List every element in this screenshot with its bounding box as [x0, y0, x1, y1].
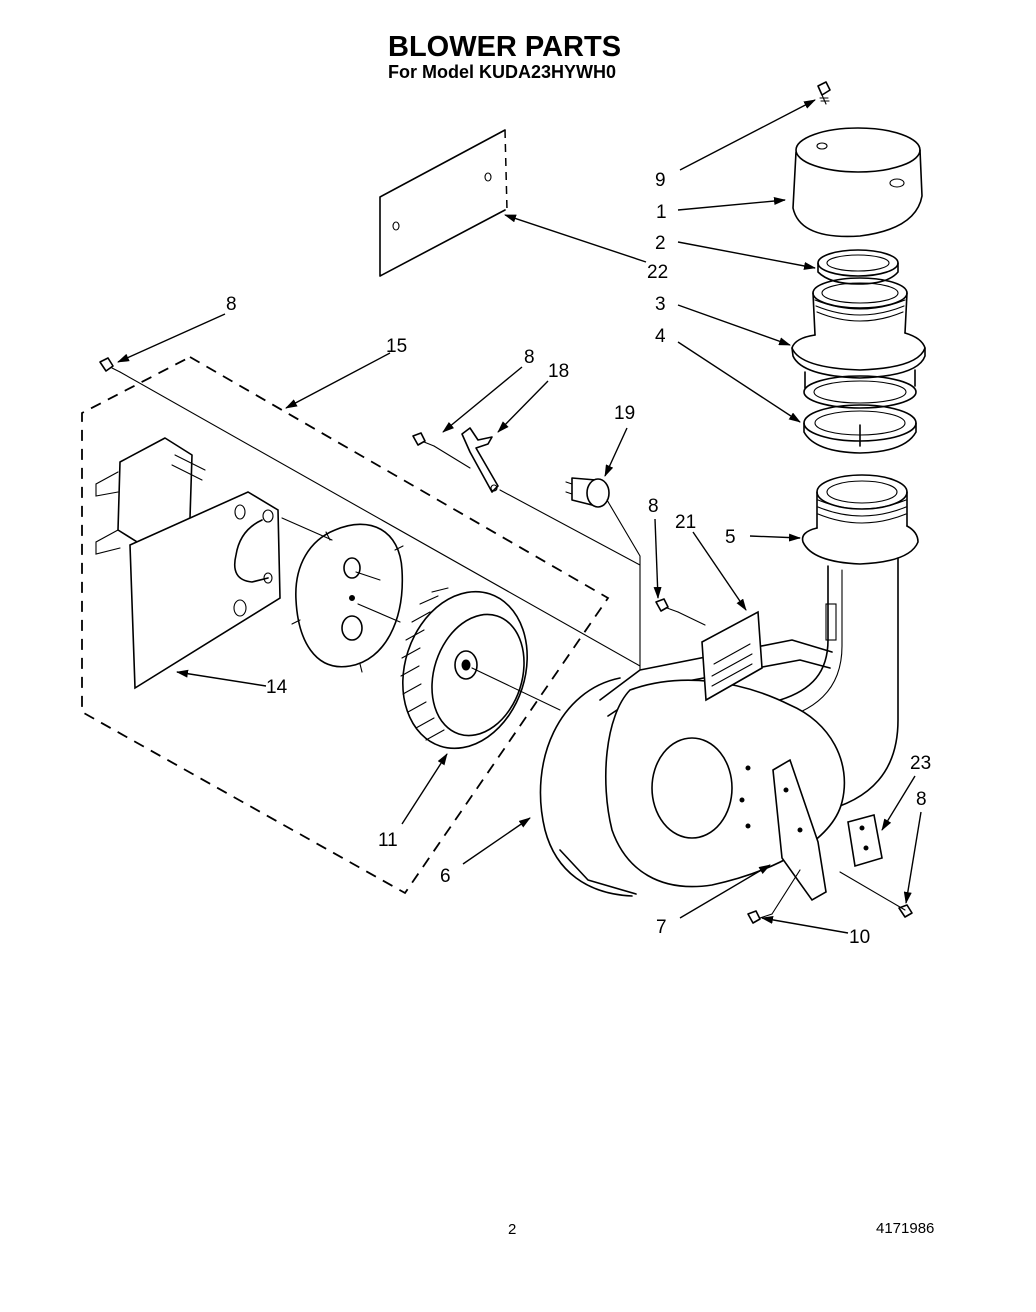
part-19-switch [565, 477, 641, 671]
callout-4: 4 [655, 326, 666, 347]
callout-2: 2 [655, 233, 666, 254]
leader-23 [881, 775, 916, 831]
callout-22: 22 [647, 262, 668, 283]
leader-1 [677, 197, 786, 211]
part-1-cap [792, 127, 923, 238]
callout-5: 5 [725, 527, 736, 548]
callout-3: 3 [655, 294, 666, 315]
cap-hole [889, 178, 905, 188]
housing-hole [745, 823, 751, 829]
part-11-blower-wheel [400, 587, 528, 750]
leader-lines [117, 99, 922, 934]
leader-15 [285, 352, 391, 409]
bracket-hole [863, 845, 869, 851]
bracket-hole [797, 827, 803, 833]
plate-hole [234, 504, 246, 520]
part-5-duct-collar [801, 474, 919, 565]
duct-seam [825, 603, 837, 641]
leader-14 [176, 669, 267, 687]
callout-6: 6 [440, 866, 451, 887]
part-3-collar [791, 277, 926, 409]
callout-18: 18 [548, 361, 569, 382]
leader-18 [497, 380, 549, 433]
callout-21: 21 [675, 512, 696, 533]
leader-7 [679, 864, 771, 919]
motor-shaft-hole [349, 595, 355, 601]
page-title: BLOWER PARTS [388, 31, 621, 63]
callout-23: 23 [910, 753, 931, 774]
leader-8-middle [442, 366, 523, 433]
part-14-motor-mount-plate [95, 437, 281, 690]
leader-3 [677, 304, 791, 346]
callout-8-lower-right: 8 [916, 789, 927, 810]
plate-hole [262, 509, 274, 523]
callout-8-right: 8 [648, 496, 659, 517]
leader-5 [749, 533, 801, 542]
leader-21 [692, 531, 747, 611]
part-2-ring [817, 249, 899, 285]
part-10-screw [747, 910, 773, 924]
leader-8-right [653, 518, 662, 599]
callout-10: 10 [849, 927, 870, 948]
cap-hole [816, 142, 828, 150]
leader-11 [401, 753, 448, 825]
page-number: 2 [508, 1221, 516, 1238]
plate-hole [484, 172, 492, 182]
leader-9 [679, 99, 816, 171]
part-9-screw [817, 81, 831, 105]
plate-hole [233, 599, 247, 617]
part-4-ring [803, 404, 917, 454]
motor-hole [341, 615, 363, 641]
motor-hole [343, 557, 361, 579]
callout-8-middle: 8 [524, 347, 535, 368]
model-subtitle: For Model KUDA23HYWH0 [388, 62, 616, 82]
leader-19 [604, 427, 628, 477]
callout-1: 1 [656, 202, 667, 223]
leader-8-left [117, 313, 226, 363]
leader-8-lower-right [903, 811, 922, 904]
blower-inlet-opening [651, 737, 733, 839]
leader-4 [677, 341, 801, 423]
motor-end-shell [291, 523, 404, 673]
leader-10 [761, 915, 849, 934]
callout-8-left: 8 [226, 294, 237, 315]
callout-19: 19 [614, 403, 635, 424]
assembly-axis-lines [119, 371, 801, 915]
document-number: 4171986 [876, 1220, 934, 1237]
part-23-bracket [839, 814, 906, 911]
part-18-strap [461, 427, 641, 566]
housing-hole [745, 765, 751, 771]
leader-2 [677, 241, 816, 270]
part-7-bracket [772, 758, 827, 902]
plate-hole [392, 221, 400, 231]
housing-hole [739, 797, 745, 803]
callout-labels: 9 1 2 22 3 4 8 15 8 18 19 8 21 5 14 11 6… [226, 170, 931, 948]
part-21-label-plate [701, 610, 763, 702]
leader-6 [462, 817, 531, 865]
callout-7: 7 [656, 917, 667, 938]
leader-22 [504, 214, 647, 263]
part-15-motor-cover-outline [81, 355, 610, 895]
part-8-screw-lower-right [898, 904, 913, 918]
bracket-hole [859, 825, 865, 831]
callout-9: 9 [655, 170, 666, 191]
part-8-screw-left [99, 357, 121, 373]
callout-11: 11 [378, 830, 398, 851]
part-8-screw-middle [412, 432, 435, 447]
plate-hole [263, 572, 273, 584]
bracket-hole [783, 787, 789, 793]
callout-14: 14 [266, 677, 288, 698]
callout-15: 15 [386, 336, 407, 357]
part-8-screw-right [655, 598, 679, 613]
part-22-cover-plate [379, 129, 508, 277]
